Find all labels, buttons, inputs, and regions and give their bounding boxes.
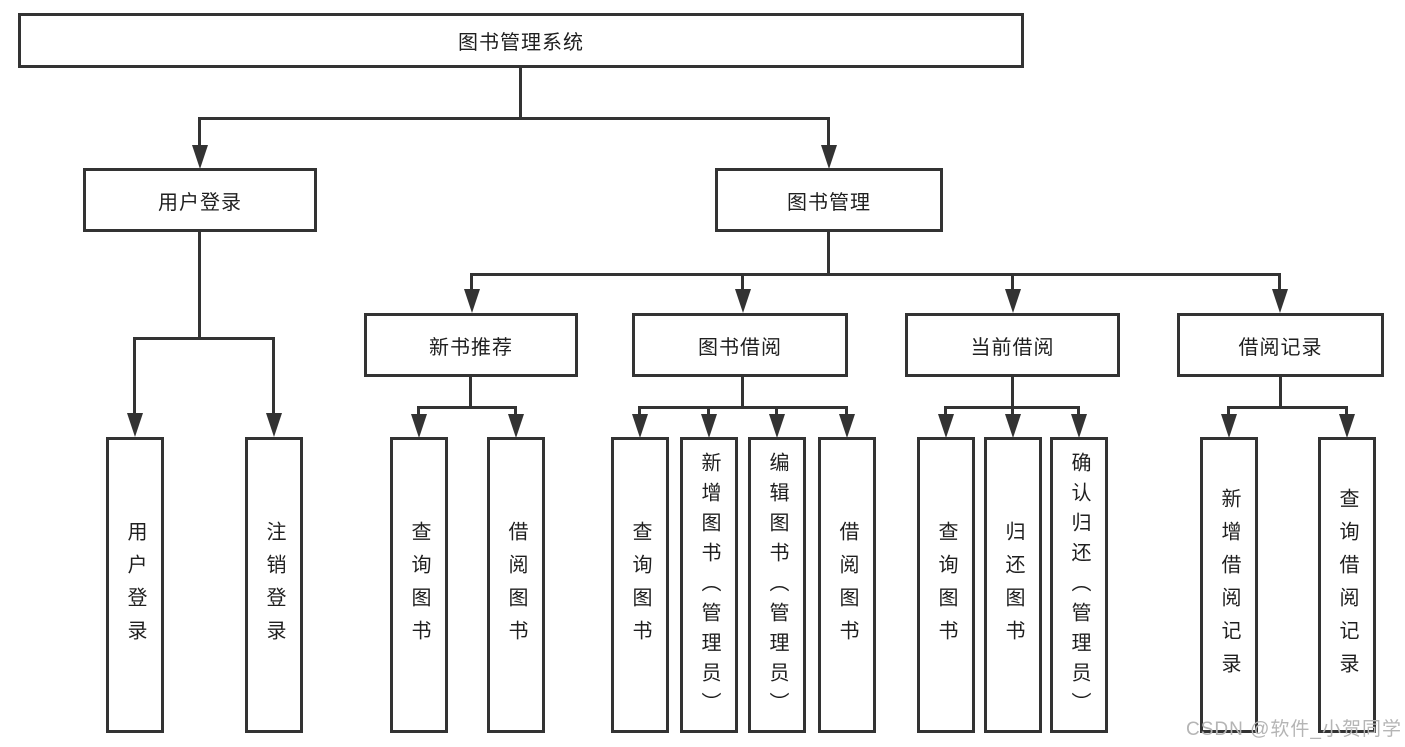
connector-stub: [133, 337, 136, 415]
connector-stub: [775, 406, 778, 416]
node-book-management: 图书管理: [715, 168, 943, 232]
arrowhead-icon: [1339, 414, 1355, 438]
arrowhead-icon: [769, 414, 785, 438]
leaf-add-borrow-record: 新增借阅记录: [1200, 437, 1258, 733]
arrowhead-icon: [1272, 289, 1288, 313]
connector-stub: [638, 406, 641, 416]
connector-stub: [827, 117, 830, 148]
connector-stub: [470, 273, 473, 291]
node-book-borrowing: 图书借阅: [632, 313, 848, 377]
leaf-borrow-book: 借阅图书: [487, 437, 545, 733]
arrowhead-icon: [839, 414, 855, 438]
connector-stub: [741, 273, 744, 291]
connector-stub: [272, 337, 275, 415]
connector-book-mgmt-stem: [827, 232, 830, 276]
connector-new-book-stem: [469, 377, 472, 408]
connector-stub: [1077, 406, 1080, 416]
connector-current-borrow-stem: [1011, 377, 1014, 408]
connector-stub: [707, 406, 710, 416]
leaf-borrow-book: 借阅图书: [818, 437, 876, 733]
csdn-watermark: CSDN @软件_小贺同学: [1186, 719, 1402, 740]
connector-stub: [845, 406, 848, 416]
leaf-confirm-return-admin: 确认归还（管理员）: [1050, 437, 1108, 733]
leaf-add-book-admin: 新增图书（管理员）: [680, 437, 738, 733]
arrowhead-icon: [938, 414, 954, 438]
arrowhead-icon: [192, 145, 208, 169]
connector-level2-bus: [198, 117, 830, 120]
leaf-edit-book-admin: 编辑图书（管理员）: [748, 437, 806, 733]
leaf-query-book: 查询图书: [917, 437, 975, 733]
connector-level3-bus: [470, 273, 1281, 276]
arrowhead-icon: [1221, 414, 1237, 438]
node-root-system: 图书管理系统: [18, 13, 1024, 68]
connector-stub: [417, 406, 420, 416]
arrowhead-icon: [701, 414, 717, 438]
arrowhead-icon: [632, 414, 648, 438]
arrowhead-icon: [1005, 289, 1021, 313]
leaf-return-book: 归还图书: [984, 437, 1042, 733]
leaf-query-book: 查询图书: [611, 437, 669, 733]
connector-stub: [198, 117, 201, 148]
arrowhead-icon: [508, 414, 524, 438]
connector-stub: [1011, 406, 1014, 416]
connector-stub: [1227, 406, 1230, 416]
connector-user-login-stem: [198, 232, 201, 339]
connector-root-stem: [519, 68, 522, 120]
leaf-query-book: 查询图书: [390, 437, 448, 733]
connector-new-book-bus: [417, 406, 517, 409]
node-user-login: 用户登录: [83, 168, 317, 232]
connector-stub: [1345, 406, 1348, 416]
arrowhead-icon: [735, 289, 751, 313]
arrowhead-icon: [411, 414, 427, 438]
connector-book-borrow-bus: [638, 406, 848, 409]
arrowhead-icon: [821, 145, 837, 169]
connector-stub: [1278, 273, 1281, 291]
node-borrowing-records: 借阅记录: [1177, 313, 1384, 377]
arrowhead-icon: [1005, 414, 1021, 438]
leaf-query-borrow-record: 查询借阅记录: [1318, 437, 1376, 733]
connector-user-login-bus: [133, 337, 275, 340]
leaf-logout: 注销登录: [245, 437, 303, 733]
node-current-borrowing: 当前借阅: [905, 313, 1120, 377]
connector-stub: [944, 406, 947, 416]
arrowhead-icon: [127, 413, 143, 437]
node-new-book-recommend: 新书推荐: [364, 313, 578, 377]
arrowhead-icon: [266, 413, 282, 437]
arrowhead-icon: [464, 289, 480, 313]
connector-borrow-record-stem: [1279, 377, 1282, 408]
connector-stub: [1011, 273, 1014, 291]
connector-book-borrow-stem: [741, 377, 744, 408]
connector-stub: [514, 406, 517, 416]
connector-borrow-record-bus: [1227, 406, 1348, 409]
leaf-user-login: 用户登录: [106, 437, 164, 733]
arrowhead-icon: [1071, 414, 1087, 438]
